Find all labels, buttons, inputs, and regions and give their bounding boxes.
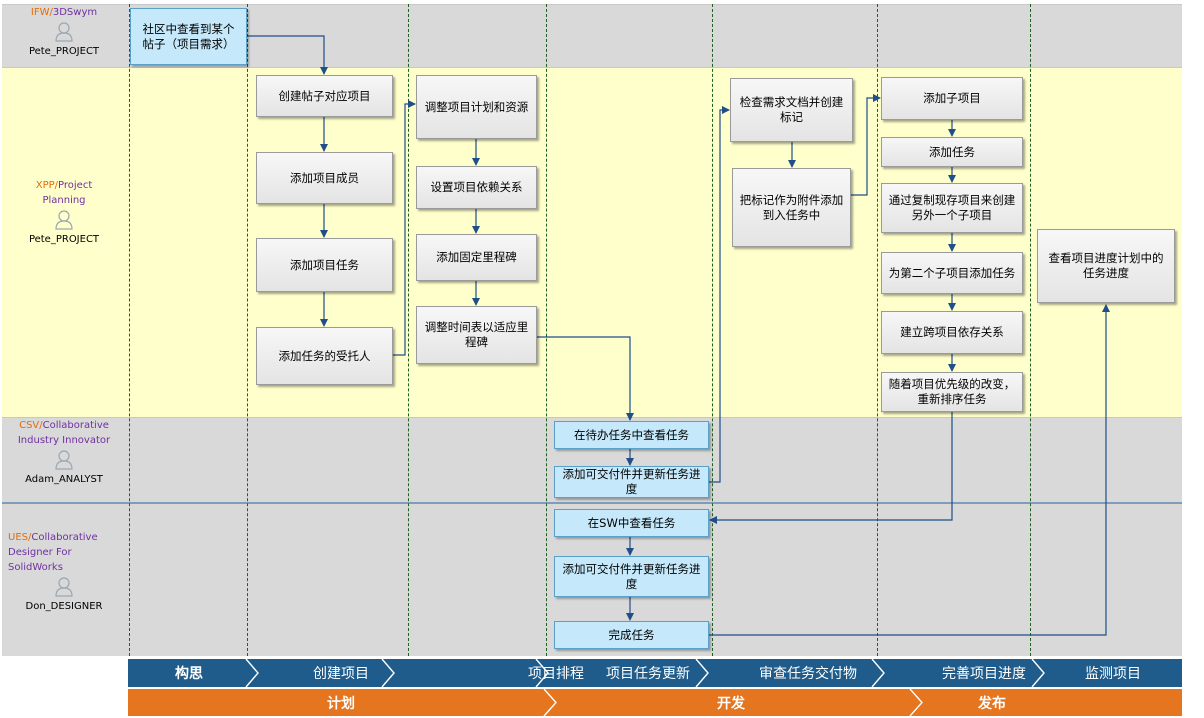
phase-plan: 计划 [327,695,355,712]
task-view-community-post[interactable]: 社区中查看到某个帖子（项目需求） [130,8,247,65]
stage-bar: 构思 创建项目 项目排程 项目任务更新 审查任务交付物 完善项目进度 监测项目 [128,659,1182,687]
task-cross-project-dependency[interactable]: 建立跨项目依存关系 [881,311,1023,354]
connector [393,100,416,356]
phase-chevron-bg [128,689,1182,716]
task-add-subproject[interactable]: 添加子项目 [881,77,1023,120]
task-add-deliverable-csv[interactable]: 添加可交付件并更新任务进度 [554,466,709,498]
task-reorder-tasks[interactable]: 随着项目优先级的改变，重新排序任务 [881,372,1023,412]
user-icon [55,210,73,230]
stage-divider [408,4,409,656]
connector [709,106,730,483]
app-prefix: UES/ [8,532,32,543]
lane-role-solidworks: UES/Collaborative Designer For SolidWork… [2,530,126,614]
app-prefix: CSV/ [19,420,43,431]
stage-divider [1030,4,1031,656]
stage-divider [129,4,130,656]
task-add-task[interactable]: 添加任务 [881,137,1023,167]
task-add-assignee[interactable]: 添加任务的受托人 [256,327,393,385]
stage-refine-progress: 完善项目进度 [942,666,1026,682]
stage-divider [877,4,878,656]
task-attach-markup[interactable]: 把标记作为附件添加到入任务中 [732,168,851,247]
task-add-second-subproject-tasks[interactable]: 为第二个子项目添加任务 [881,252,1023,294]
app-name: Collaborative Designer For SolidWorks [8,532,98,573]
stage-create-project: 创建项目 [313,666,369,682]
app-name: Project Planning [42,180,93,206]
lane-role-3dswym: IFW/3DSwym Pete_PROJECT [2,5,126,59]
stage-ideation: 构思 [175,666,203,682]
task-monitor-progress[interactable]: 查看项目进度计划中的任务进度 [1037,229,1175,303]
lane-role-project-planning: XPP/Project Planning Pete_PROJECT [2,178,126,247]
task-add-deliverable-ues[interactable]: 添加可交付件并更新任务进度 [554,556,709,597]
stage-divider [712,4,713,656]
connector [851,94,881,196]
stage-monitor-project: 监测项目 [1085,666,1141,682]
user-icon [55,450,73,470]
connector [247,35,328,75]
lane-user: Pete_PROJECT [28,234,100,245]
user-icon [55,577,73,597]
task-view-todo[interactable]: 在待办任务中查看任务 [554,421,709,449]
task-view-in-sw[interactable]: 在SW中查看任务 [554,509,709,537]
user-icon [55,22,73,42]
phase-bar: 计划 开发 发布 [128,689,1182,716]
phase-develop: 开发 [717,695,745,712]
lane-user: Pete_PROJECT [28,46,100,57]
app-prefix: XPP/ [35,180,59,191]
task-check-requirements[interactable]: 检查需求文档并创建标记 [730,78,853,142]
stage-scheduling: 项目排程 [528,666,584,682]
task-add-milestone[interactable]: 添加固定里程碑 [416,234,537,281]
task-add-members[interactable]: 添加项目成员 [256,152,393,204]
app-name: Collaborative Industry Innovator [17,420,111,446]
app-name: 3DSwym [52,7,98,18]
task-create-project[interactable]: 创建帖子对应项目 [256,75,393,117]
stage-divider [546,4,547,656]
task-adjust-plan[interactable]: 调整项目计划和资源 [416,75,537,139]
phase-release: 发布 [978,695,1006,712]
lane-user: Adam_ANALYST [25,474,103,485]
stage-task-update: 项目任务更新 [606,666,690,682]
lane-role-industry-innovator: CSV/Collaborative Industry Innovator Ada… [2,418,126,487]
lane-user: Don_DESIGNER [25,601,103,612]
lane-project-planning [2,67,1182,417]
task-copy-subproject[interactable]: 通过复制现存项目来创建另外一个子项目 [881,183,1023,233]
task-complete[interactable]: 完成任务 [554,621,709,649]
connector [709,304,1110,636]
app-prefix: IFW/ [30,7,53,18]
task-adjust-schedule[interactable]: 调整时间表以适应里程碑 [416,306,537,364]
stage-review-deliverables: 审查任务交付物 [759,666,857,682]
connector [709,412,953,524]
task-set-dependencies[interactable]: 设置项目依赖关系 [416,166,537,209]
stage-divider [247,4,248,656]
stage-chevron-bg [128,659,1182,687]
connector [537,336,634,421]
task-add-tasks[interactable]: 添加项目任务 [256,238,393,292]
